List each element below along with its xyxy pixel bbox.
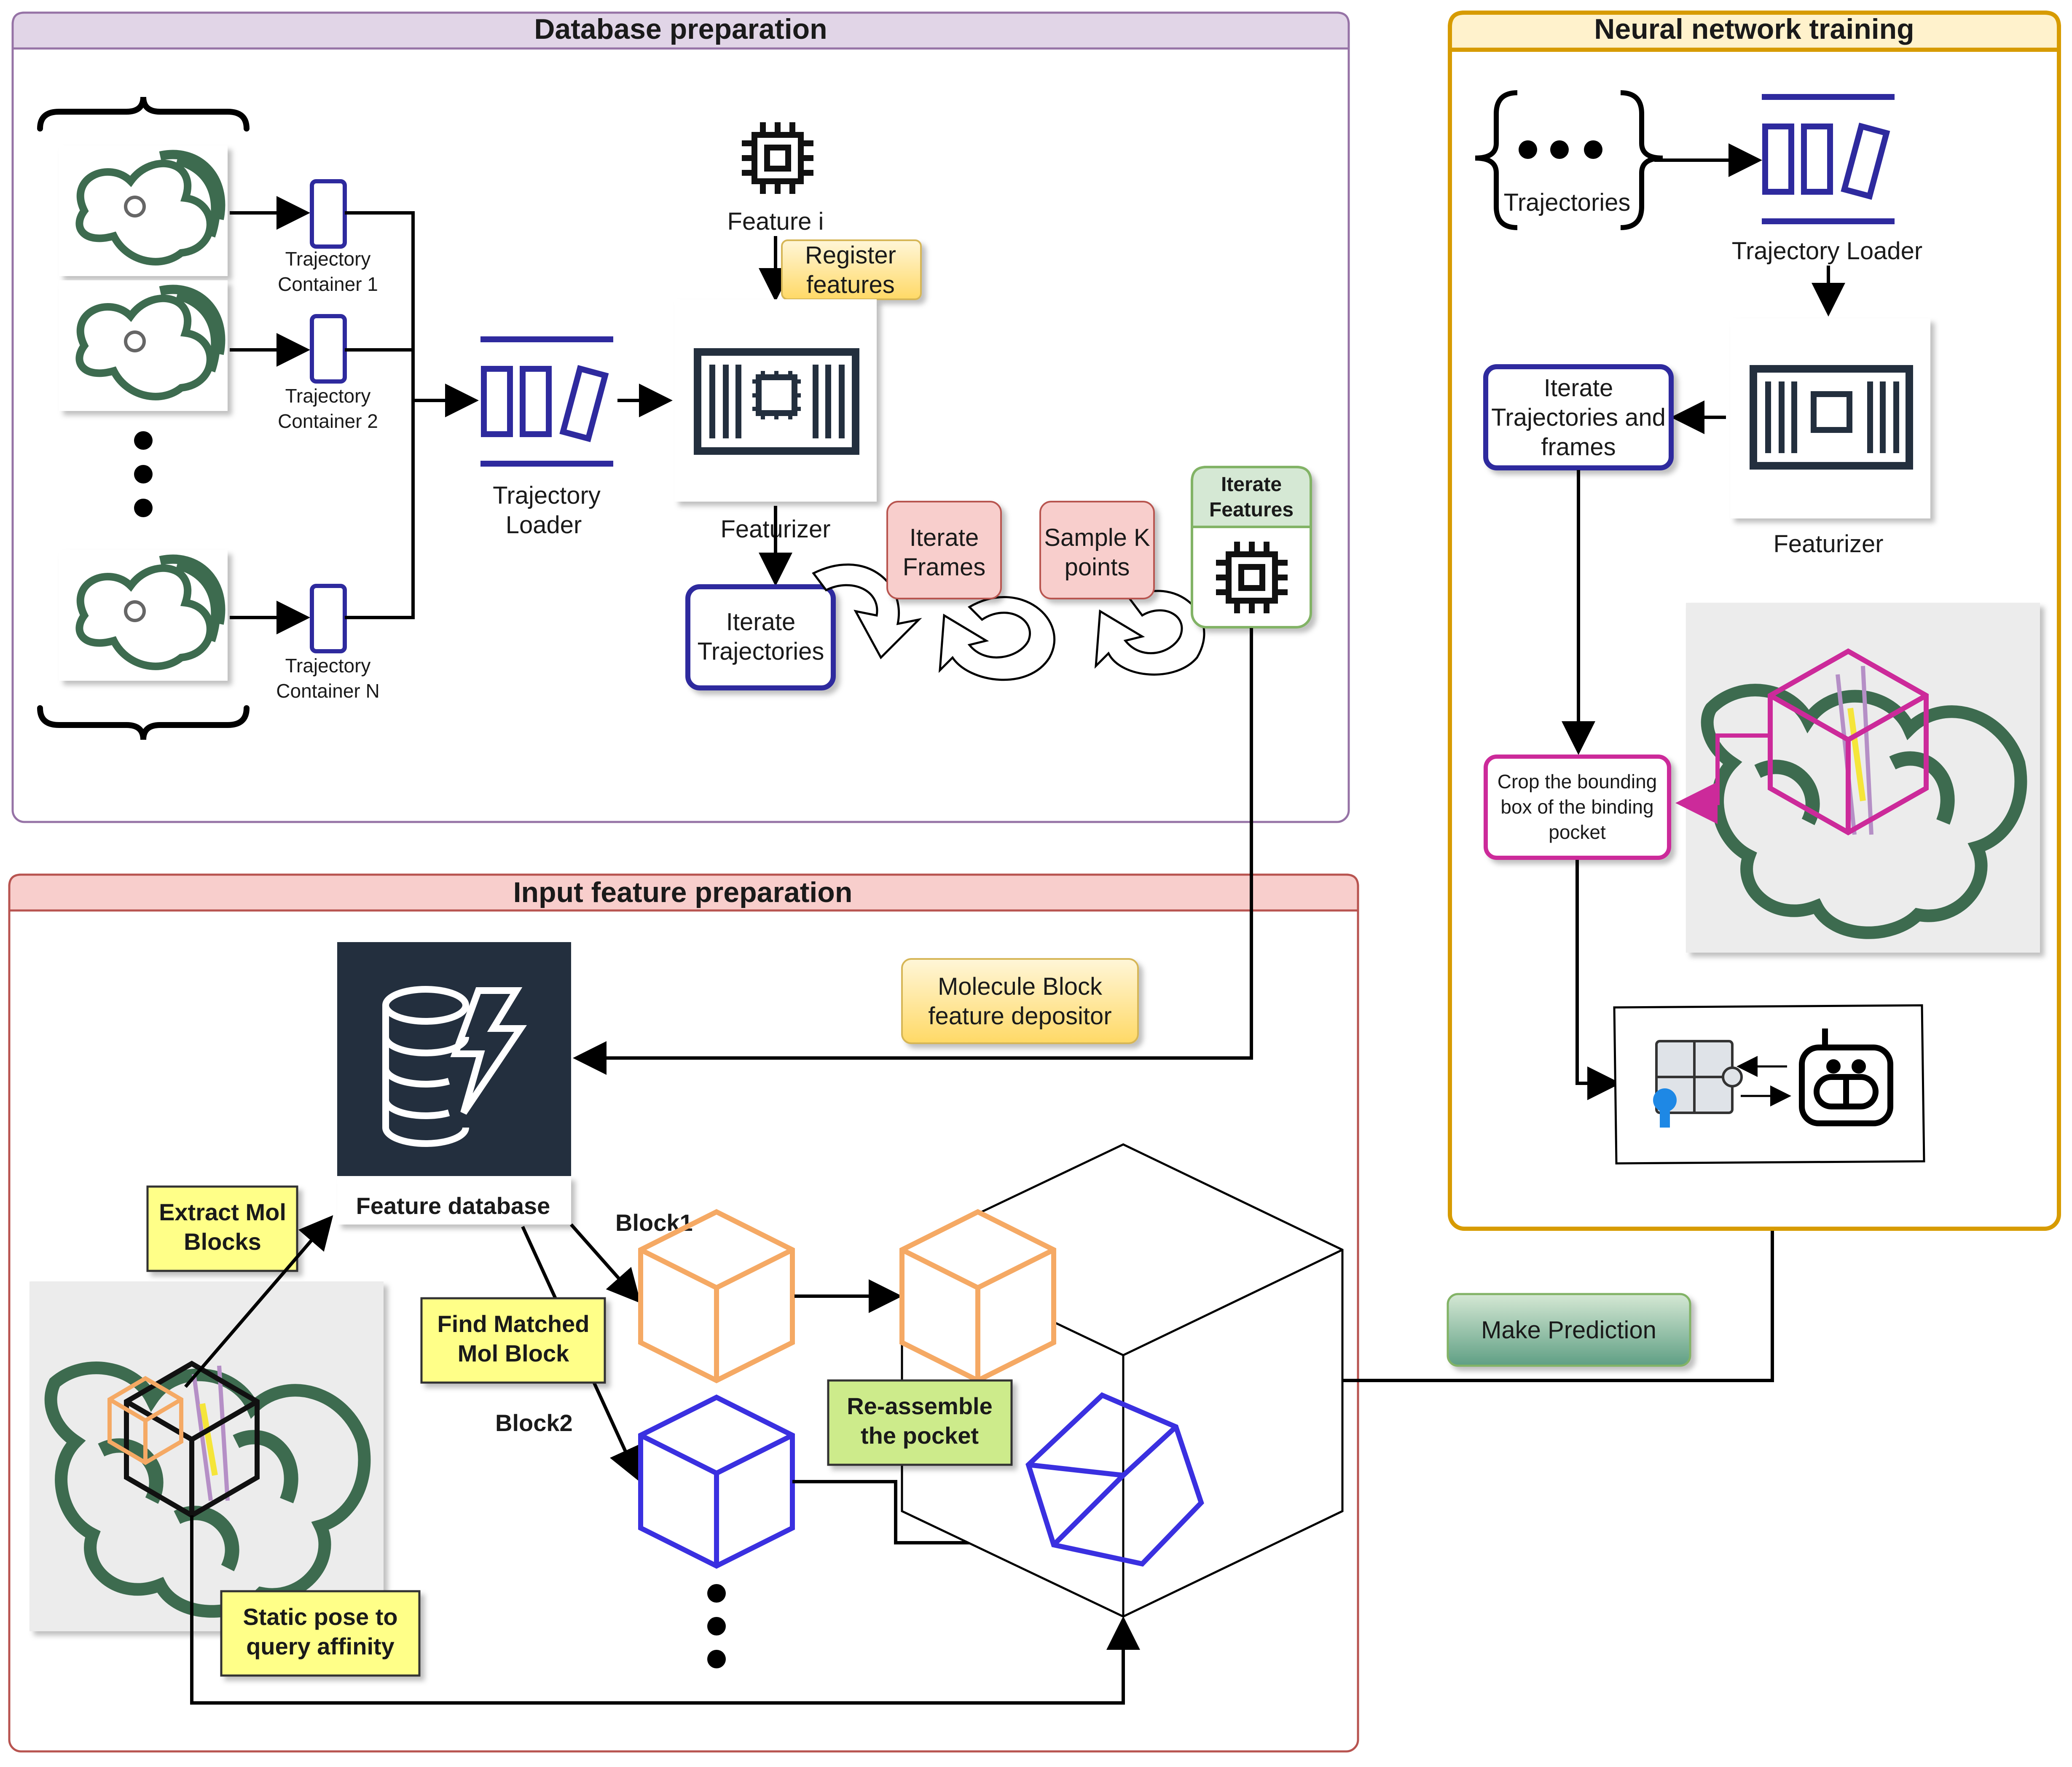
reassemble-line2: the pocket <box>861 1422 979 1449</box>
crop-line2: box of the binding <box>1500 796 1653 818</box>
protein-thumbnail-n <box>59 550 228 681</box>
iterate-frames-note: Iterate Frames <box>886 501 1002 599</box>
feature-database-icon <box>337 942 571 1225</box>
loader-label-line1: Trajectory <box>493 482 601 509</box>
loader-label-line2: Loader <box>506 511 582 539</box>
pocket-to-cube-connector <box>190 1515 1140 1705</box>
training-iterate-line3: frames <box>1541 433 1616 461</box>
container-n-label-line2: Container N <box>276 680 379 702</box>
reassemble-note: Re-assemble the pocket <box>827 1379 1013 1466</box>
pocket-to-crop-arrow <box>1675 733 1770 824</box>
assembled-block2-cube <box>1025 1392 1204 1567</box>
trajectory-container-2: Trajectory Container 2 <box>230 314 378 432</box>
trajectory-container-1: Trajectory Container 1 <box>230 179 378 295</box>
make-prediction-button[interactable]: Make Prediction <box>1447 1293 1691 1367</box>
block1-cube <box>638 1209 795 1383</box>
database-title: Database preparation <box>534 13 827 45</box>
lightbulb-icon <box>1653 1088 1677 1128</box>
depositor-line1: Molecule Block <box>938 973 1103 1000</box>
training-title: Neural network training <box>1594 13 1914 45</box>
featurizer-icon <box>674 299 877 502</box>
pocket-to-database-arrow <box>184 1215 333 1388</box>
crop-to-model-arrow <box>1575 860 1621 1100</box>
iterate-features-chip-icon <box>1216 542 1288 613</box>
sample-k-line1: Sample K <box>1044 524 1150 551</box>
cube-to-model-connector <box>1342 1155 1789 1382</box>
protein-thumbnail-2 <box>59 280 228 411</box>
training-trajectories-label: Trajectories <box>1504 189 1631 216</box>
container-2-label-line2: Container 2 <box>278 410 378 432</box>
container-n-label-line1: Trajectory <box>285 655 371 677</box>
crop-line3: pocket <box>1549 821 1606 843</box>
training-loader-icon <box>1762 94 1895 224</box>
assembled-block1-cube <box>899 1209 1056 1383</box>
merge-connector <box>345 211 479 619</box>
training-loader-label: Trajectory Loader <box>1732 237 1922 265</box>
block2-cube <box>638 1394 795 1569</box>
find-line1: Find Matched <box>437 1310 590 1337</box>
feature-i-label: Feature i <box>727 208 824 235</box>
training-iterate-box: Iterate Trajectories and frames <box>1483 364 1674 470</box>
static-pose-line1: Static pose to <box>243 1603 397 1630</box>
block-list-ellipsis <box>707 1584 726 1668</box>
static-pose-line2: query affinity <box>246 1633 395 1660</box>
container-1-label-line2: Container 1 <box>278 273 378 295</box>
iterate-frames-line2: Frames <box>903 553 986 581</box>
reassemble-line1: Re-assemble <box>847 1393 993 1419</box>
container-2-label-line1: Trajectory <box>285 385 371 407</box>
sample-k-note: Sample K points <box>1039 501 1155 599</box>
iterate-frames-line1: Iterate <box>910 524 979 551</box>
protein-stack-ellipsis <box>134 431 153 517</box>
sample-k-line2: points <box>1065 553 1130 581</box>
iterate-features-box: Iterate Features <box>1191 466 1312 628</box>
input-title: Input feature preparation <box>513 876 853 908</box>
make-prediction-label: Make Prediction <box>1481 1316 1656 1344</box>
training-iterate-line1: Iterate <box>1544 374 1613 402</box>
protein-stack-braces <box>37 97 250 740</box>
register-features-note: Register features <box>781 239 922 300</box>
register-line1: Register <box>805 242 896 269</box>
training-trajectories-set: Trajectories <box>1475 90 1663 230</box>
crop-line1: Crop the bounding <box>1498 771 1657 792</box>
crop-bounding-box-step: Crop the bounding box of the binding poc… <box>1484 755 1671 860</box>
loop-arrows <box>812 563 1205 681</box>
training-pocket-image <box>1686 603 2040 953</box>
iterate-traj-line2: Trajectories <box>698 638 824 665</box>
iterate-trajectories-box: Iterate Trajectories <box>685 584 836 690</box>
find-matched-note: Find Matched Mol Block <box>420 1297 606 1384</box>
extract-line1: Extract Mol <box>159 1199 286 1225</box>
features-to-database-connector <box>573 628 1253 1075</box>
static-pose-pocket-image <box>30 1281 384 1631</box>
depositor-line2: feature depositor <box>928 1002 1111 1030</box>
iterate-traj-line1: Iterate <box>726 608 795 636</box>
block2-label: Block2 <box>495 1410 573 1436</box>
iterate-features-line1: Iterate <box>1221 473 1282 496</box>
protein-thumbnail-1 <box>59 145 228 276</box>
extract-mol-blocks-note: Extract Mol Blocks <box>146 1185 298 1272</box>
static-pose-note: Static pose to query affinity <box>220 1590 421 1677</box>
training-iterate-line2: Trajectories and <box>1491 404 1666 431</box>
training-featurizer-label: Featurizer <box>1773 530 1883 558</box>
iterate-features-line2: Features <box>1209 499 1294 521</box>
feature-i-chip-icon <box>742 122 813 194</box>
container-1-label-line1: Trajectory <box>285 248 371 270</box>
database-to-block1-arrow <box>570 1223 641 1303</box>
training-featurizer-icon <box>1730 318 1930 518</box>
robot-icon <box>1799 1029 1893 1126</box>
register-line2: features <box>806 271 895 298</box>
find-line2: Mol Block <box>458 1340 569 1367</box>
trajectory-loader-icon <box>480 336 613 467</box>
model-panel <box>1613 1004 1925 1165</box>
feature-database-label: Feature database <box>356 1192 550 1219</box>
depositor-note: Molecule Block feature depositor <box>901 958 1139 1044</box>
extract-line2: Blocks <box>184 1228 261 1255</box>
